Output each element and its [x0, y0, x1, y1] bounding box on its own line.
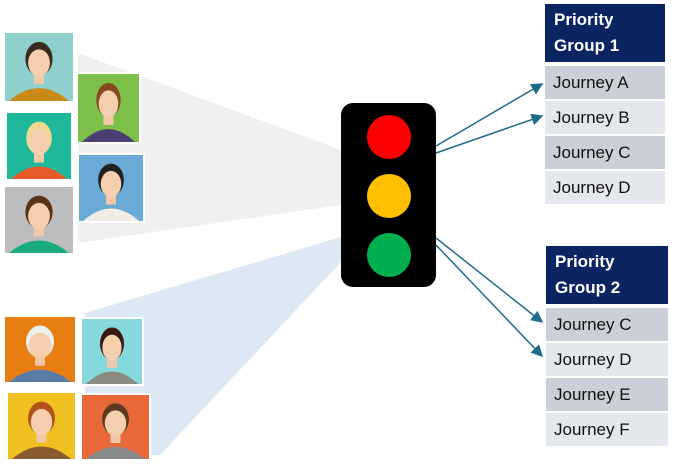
- person-avatar-icon: [77, 153, 145, 223]
- amber-light: [367, 174, 411, 218]
- journey-item: Journey D: [545, 171, 665, 204]
- arrow-to-journey-b: [435, 113, 544, 154]
- journey-item: Journey F: [546, 413, 668, 446]
- header-line: Group 1: [554, 36, 620, 55]
- journey-item: Journey D: [546, 343, 668, 376]
- journey-item: Journey B: [545, 101, 665, 134]
- person-avatar-icon: [5, 111, 73, 181]
- person-avatar-icon: [80, 317, 144, 386]
- person-avatar-icon: [3, 31, 75, 103]
- journey-item: Journey C: [545, 136, 665, 169]
- person-avatar-icon: [3, 185, 75, 255]
- arrow-to-journey-d: [435, 244, 544, 358]
- red-light: [367, 115, 411, 159]
- arrow-to-journey-a: [435, 83, 544, 147]
- header-line: Priority: [554, 10, 614, 29]
- header-line: Priority: [555, 252, 615, 271]
- header-line: Group 2: [555, 278, 621, 297]
- person-avatar-icon: [3, 315, 77, 384]
- person-avatar-icon: [76, 72, 141, 144]
- journey-item: Journey E: [546, 378, 668, 411]
- person-avatar-icon: [6, 391, 77, 461]
- arrow-to-journey-c: [435, 237, 544, 323]
- journey-item: Journey A: [545, 66, 665, 99]
- journey-item: Journey C: [546, 308, 668, 341]
- green-light: [367, 233, 411, 277]
- traffic-light: [341, 103, 436, 287]
- person-avatar-icon: [80, 393, 151, 461]
